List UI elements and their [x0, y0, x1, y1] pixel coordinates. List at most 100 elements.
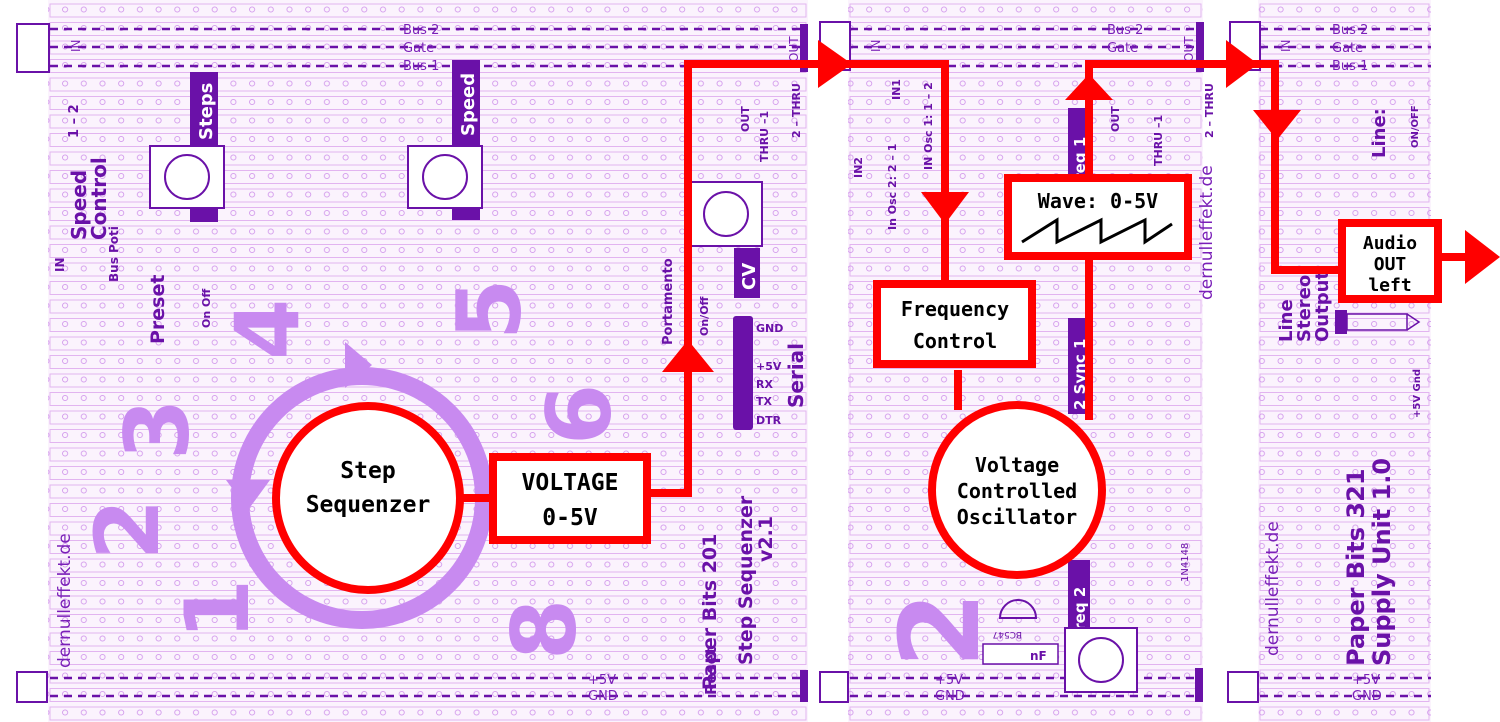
out-label: OUT — [787, 36, 801, 62]
vco-transistor: BC547 — [993, 599, 1038, 639]
line-stereo-output-3: Output — [1312, 271, 1333, 342]
voltage-block — [489, 453, 651, 544]
portamento-label: Portamento — [661, 258, 676, 345]
speed-label: Speed — [458, 73, 479, 136]
speed-control-label-1: Speed — [67, 170, 91, 240]
out-seq-label: OUT — [739, 106, 752, 132]
steps-label: Steps — [196, 83, 217, 140]
in-label-vco: IN — [869, 39, 883, 52]
voltage-label-1: VOLTAGE — [522, 470, 619, 496]
seq-title-line3: v2.1 — [755, 516, 777, 562]
audio-out-label-2: OUT — [1374, 254, 1407, 275]
supply-website: dernulleffekt.de — [1263, 521, 1283, 656]
serial-pin-rx: RX — [756, 378, 773, 391]
line-label: Line: — [1369, 108, 1390, 158]
in-osc1-label: IN Osc 1: 1 – 2 — [922, 82, 935, 170]
in2-label: IN2 — [852, 157, 865, 178]
in-label: IN — [69, 39, 83, 52]
line-stereo-output-2: Stereo — [1294, 275, 1315, 342]
wave-block — [1004, 174, 1192, 260]
bus-lines — [50, 27, 1431, 698]
thru1-seq-label: THRU –1 — [758, 111, 771, 162]
bus1-label: Bus 1 — [403, 59, 439, 74]
out-bars — [800, 22, 1204, 702]
step-number-3: 3 — [106, 399, 209, 460]
bus2-label: Bus 2 — [403, 23, 439, 38]
thru1-vco-label: THRU –1 — [1152, 115, 1165, 166]
loop-arrow-top — [345, 342, 372, 388]
frequency-control-label-1: Frequency — [901, 297, 1009, 321]
seq-title-line1: Paper Bits 201 — [699, 534, 721, 690]
thru2-vco-label: 2 – THRU — [1203, 83, 1216, 138]
arrow-right-supply-in — [1226, 40, 1258, 88]
gnd-label: GND — [588, 689, 618, 704]
connector-pwr-supply — [1227, 671, 1259, 703]
vco-cap-label: nF — [1030, 649, 1047, 663]
cv-label: CV — [739, 263, 760, 290]
audio-out-label-3: left — [1368, 275, 1411, 296]
arrow-right-audio-out — [1465, 230, 1500, 284]
step-numbers: 1 2 3 4 5 6 8 2 — [76, 279, 1004, 668]
gnd-label-supply: GND — [1352, 689, 1382, 704]
serial-label: Serial — [784, 343, 808, 408]
step-sequencer-block — [272, 402, 464, 594]
step-number-8: 8 — [493, 599, 596, 660]
out-vco-label: OUT — [1109, 106, 1122, 132]
step-number-1: 1 — [166, 579, 269, 640]
sawtooth-wave-icon — [1021, 217, 1173, 245]
in-seq-label: IN — [53, 257, 67, 272]
plus5v-label: +5V — [588, 673, 616, 688]
diode-label: 1N4148 — [1180, 543, 1191, 582]
signal-path-seq-to-vco — [650, 60, 830, 497]
connector-pwr-seq — [16, 671, 48, 703]
out-label-vco: OUT — [1182, 36, 1196, 62]
gate-label-supply: Gate — [1332, 41, 1363, 56]
portamento-on-off-label: On/Off — [698, 296, 711, 336]
gate-label-vco: Gate — [1107, 41, 1138, 56]
arrow-up-seq — [662, 340, 714, 372]
vco-label-1: Voltage — [975, 453, 1059, 477]
step-number-4: 4 — [216, 299, 319, 360]
serial-pin-5v: +5V — [756, 360, 782, 373]
vco-cap-box — [982, 643, 1059, 665]
arrow-up-vco — [1065, 74, 1113, 100]
sync1-label: 2 Sync 1 — [1071, 339, 1089, 410]
plus5v-label-vco: +5V — [935, 673, 963, 688]
in-osc2-label: In Osc 2: 2 – 1 — [886, 144, 899, 230]
step-number-6: 6 — [528, 384, 631, 445]
freq2-label: Freq 2 — [1071, 587, 1089, 640]
step-number-2: 2 — [76, 499, 179, 560]
bus2-label-vco: Bus 2 — [1107, 23, 1143, 38]
seq-title-line2: Step Sequenzer — [735, 495, 757, 665]
bus2-label-supply: Bus 2 — [1332, 23, 1368, 38]
step-sequencer-label-2: Sequenzer — [306, 492, 431, 518]
serial-pin-dtr: DTR — [756, 414, 782, 427]
serial-pin-gnd: GND — [756, 322, 783, 335]
audio-out-label-1: Audio — [1363, 233, 1417, 254]
signal-flow-annotations: Step Sequenzer VOLTAGE 0-5V Frequency Co… — [272, 40, 1500, 594]
voltage-label-2: 0-5V — [542, 505, 598, 531]
arrow-down-supply — [1253, 110, 1301, 140]
in-label-supply: IN — [1279, 39, 1293, 52]
transistor-label: BC547 — [993, 629, 1022, 639]
gate-label: Gate — [403, 41, 434, 56]
seq-website: dernulleffekt.de — [55, 533, 75, 668]
supply-title-1: Paper Bits 321 — [1342, 468, 1370, 666]
connector-pwr-vco — [819, 671, 849, 703]
frequency-control-label-2: Control — [913, 329, 997, 353]
wave-label: Wave: 0-5V — [1038, 189, 1158, 213]
reset-label-visible: Reset — [702, 647, 720, 695]
audio-jack — [1335, 310, 1421, 334]
vco-label-2: Controlled — [957, 479, 1077, 503]
in1-label: IN1 — [890, 79, 903, 100]
vco-block — [928, 401, 1106, 579]
gnd-label-vco: GND — [935, 689, 965, 704]
bus1-label-supply: Bus 1 — [1332, 59, 1368, 74]
serial-pin-tx: TX — [756, 395, 773, 408]
supply-title-2: Supply Unit 1.0 — [1368, 458, 1396, 666]
speed-control-label-2: Control — [87, 157, 111, 240]
line-on-off-label: ON/OFF — [1410, 105, 1421, 148]
potentiometers — [149, 145, 1138, 693]
line-stereo-output-1: Line — [1276, 299, 1297, 342]
